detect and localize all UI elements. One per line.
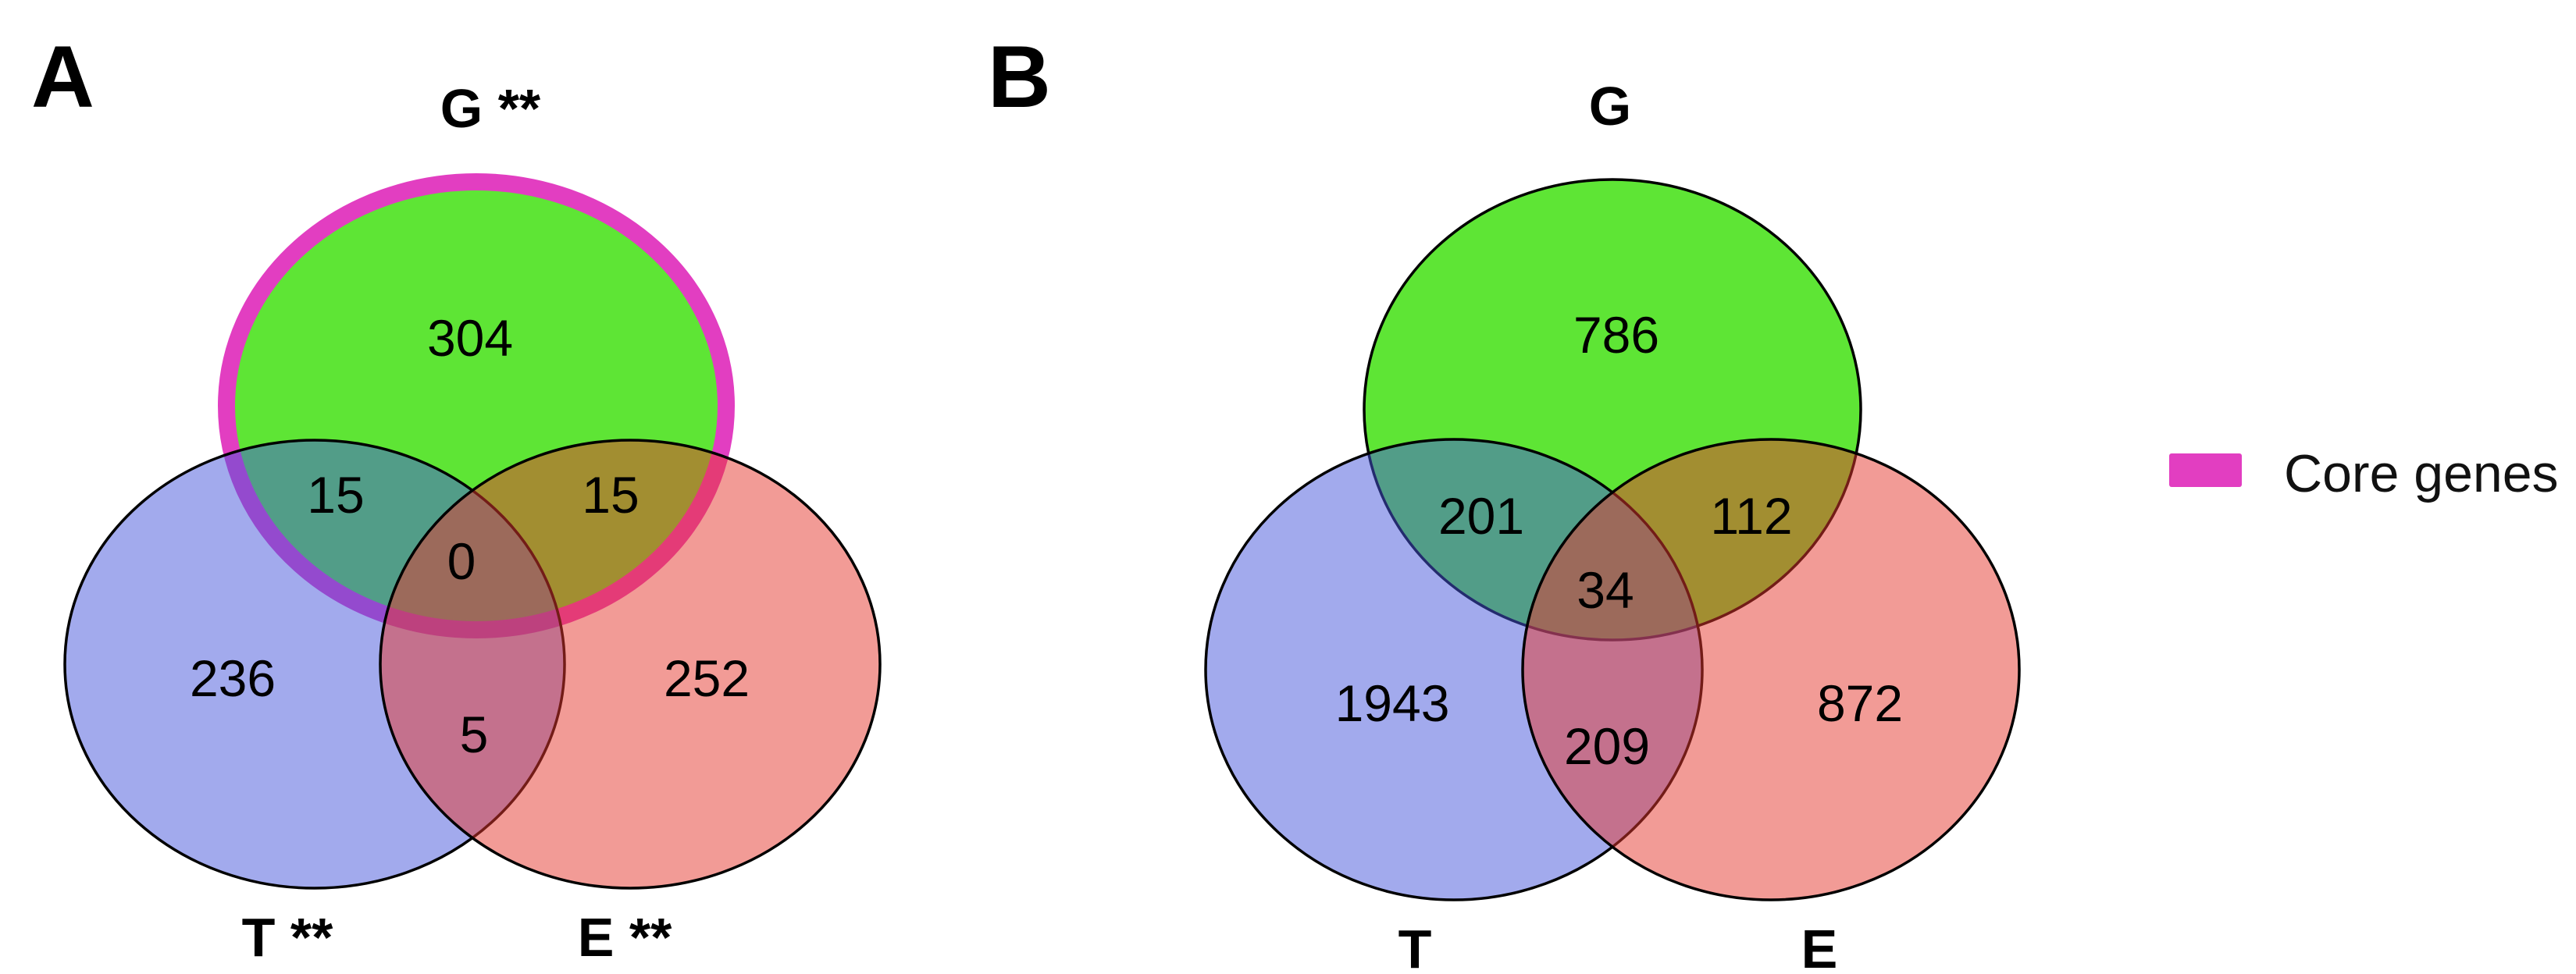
count-e-only-panel-b: 872 bbox=[1817, 674, 1903, 732]
count-t-only-panel-a: 236 bbox=[190, 649, 276, 707]
circle-e-panel-a bbox=[379, 439, 882, 890]
venn-panel-a: A G ** 304 15 15 0 236 252 5 T ** E ** bbox=[31, 28, 882, 968]
circle-e-panel-b bbox=[1521, 438, 2021, 901]
set-label-e-panel-a: E ** bbox=[578, 907, 672, 968]
count-t-and-e-panel-b: 209 bbox=[1564, 717, 1650, 775]
count-g-and-t-panel-b: 201 bbox=[1438, 487, 1524, 545]
count-g-and-e-panel-b: 112 bbox=[1710, 487, 1792, 545]
count-t-and-e-panel-a: 5 bbox=[460, 706, 489, 763]
count-e-only-panel-a: 252 bbox=[664, 649, 750, 707]
count-g-only-panel-b: 786 bbox=[1573, 306, 1659, 364]
panel-b-letter: B bbox=[988, 28, 1051, 126]
set-label-g-panel-a: G ** bbox=[440, 78, 541, 139]
set-label-t-panel-a: T ** bbox=[242, 907, 333, 968]
count-g-and-t-panel-a: 15 bbox=[307, 466, 364, 524]
count-center-panel-b: 34 bbox=[1577, 561, 1634, 619]
set-label-g-panel-b: G bbox=[1589, 76, 1631, 137]
set-label-t-panel-b: T bbox=[1398, 919, 1432, 974]
count-g-and-e-panel-a: 15 bbox=[582, 466, 639, 524]
panel-a-letter: A bbox=[31, 28, 94, 126]
set-label-e-panel-b: E bbox=[1801, 919, 1838, 974]
legend-core-genes: Core genes bbox=[2169, 444, 2559, 503]
count-center-panel-a: 0 bbox=[447, 532, 476, 590]
legend-label: Core genes bbox=[2284, 444, 2559, 503]
count-g-only-panel-a: 304 bbox=[427, 309, 513, 367]
core-genes-swatch-icon bbox=[2169, 453, 2242, 487]
count-t-only-panel-b: 1943 bbox=[1335, 674, 1450, 732]
venn-panel-b: B G 786 201 112 34 1943 872 209 T E bbox=[988, 28, 2021, 974]
